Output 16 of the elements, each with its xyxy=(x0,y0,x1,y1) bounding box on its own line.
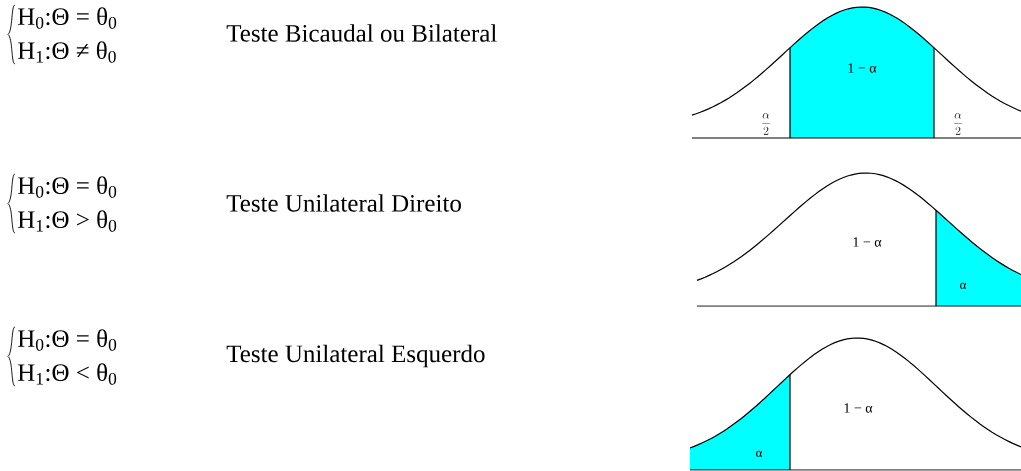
hypothesis-line: H$_{1}$:Θ > θ$_{0}$ xyxy=(17,210,117,232)
fraction-label: $\frac{\alpha}{2}$ xyxy=(954,113,962,135)
test-name: Teste Unilateral Direito xyxy=(226,194,461,212)
hypothesis-line: H$_{1}$:Θ < θ$_{0}$ xyxy=(17,363,117,385)
area-label: 1 − α xyxy=(844,403,873,413)
hypothesis-line: H$_{0}$:Θ = θ$_{0}$ xyxy=(17,329,117,351)
fraction-label: $\frac{\alpha}{2}$ xyxy=(762,113,770,135)
area-label: 1 − α xyxy=(848,63,877,73)
test-name: Teste Unilateral Esquerdo xyxy=(226,344,485,368)
hypothesis-line: H$_{0}$:Θ = θ$_{0}$ xyxy=(17,176,117,198)
area-label: 1 − α xyxy=(853,237,882,247)
area-label: α xyxy=(960,282,967,290)
hypothesis-line: H$_{0}$:Θ = θ$_{0}$ xyxy=(17,7,117,29)
test-name: Teste Bicaudal ou Bilateral xyxy=(226,24,497,42)
area-label: α xyxy=(756,450,763,458)
hypothesis-line: H$_{1}$:Θ ≠ θ$_{0}$ xyxy=(17,41,116,63)
